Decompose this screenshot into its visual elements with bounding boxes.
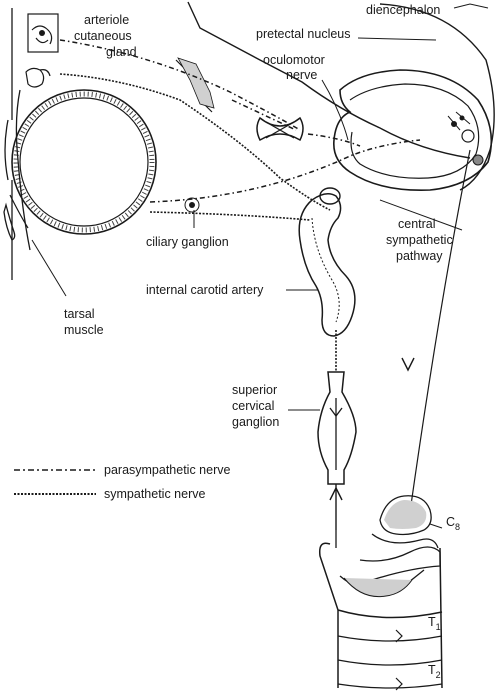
arteriole-gland — [25, 13, 59, 88]
label-oculomotor: oculomotor — [263, 53, 325, 67]
label-c8: C8 — [446, 515, 460, 532]
parasympathetic-pathways — [59, 39, 421, 203]
label-t1: T1 — [428, 615, 441, 632]
label-central: central — [398, 217, 436, 231]
label-t2: T2 — [428, 663, 441, 680]
sympathetic-pathways — [59, 73, 343, 530]
legend: parasympathetic nerve sympathetic nerve — [14, 463, 231, 501]
superior-cervical-ganglion — [317, 371, 357, 485]
label-ganglion: ganglion — [232, 415, 279, 429]
legend-parasympathetic-label: parasympathetic nerve — [104, 463, 231, 477]
skull-outline — [175, 1, 495, 191]
eye-orbit — [3, 8, 157, 280]
label-sympathetic: sympathetic — [386, 233, 453, 247]
label-internal-carotid-artery: internal carotid artery — [146, 283, 264, 297]
label-diencephalon: diencephalon — [366, 3, 440, 17]
label-pathway: pathway — [396, 249, 443, 263]
spinal-cord — [318, 495, 443, 691]
diencephalon — [333, 69, 493, 191]
leader-lines — [31, 3, 489, 529]
labels: diencephalon arteriole cutaneous gland p… — [64, 3, 460, 680]
label-arteriole: arteriole — [84, 13, 129, 27]
ciliary-ganglion — [184, 197, 200, 213]
label-muscle: muscle — [64, 323, 104, 337]
label-gland: gland — [106, 45, 137, 59]
optic-chiasm — [256, 116, 304, 142]
tarsal-muscle — [3, 202, 16, 241]
label-ciliary-ganglion: ciliary ganglion — [146, 235, 229, 249]
label-nerve: nerve — [286, 68, 317, 82]
central-sympathetic-pathway — [401, 149, 471, 513]
label-superior: superior — [232, 383, 277, 397]
label-tarsal: tarsal — [64, 307, 95, 321]
legend-sympathetic-label: sympathetic nerve — [104, 487, 205, 501]
label-cutaneous: cutaneous — [74, 29, 132, 43]
internal-carotid-artery — [298, 187, 356, 337]
label-pretectal-nucleus: pretectal nucleus — [256, 27, 351, 41]
label-cervical: cervical — [232, 399, 274, 413]
